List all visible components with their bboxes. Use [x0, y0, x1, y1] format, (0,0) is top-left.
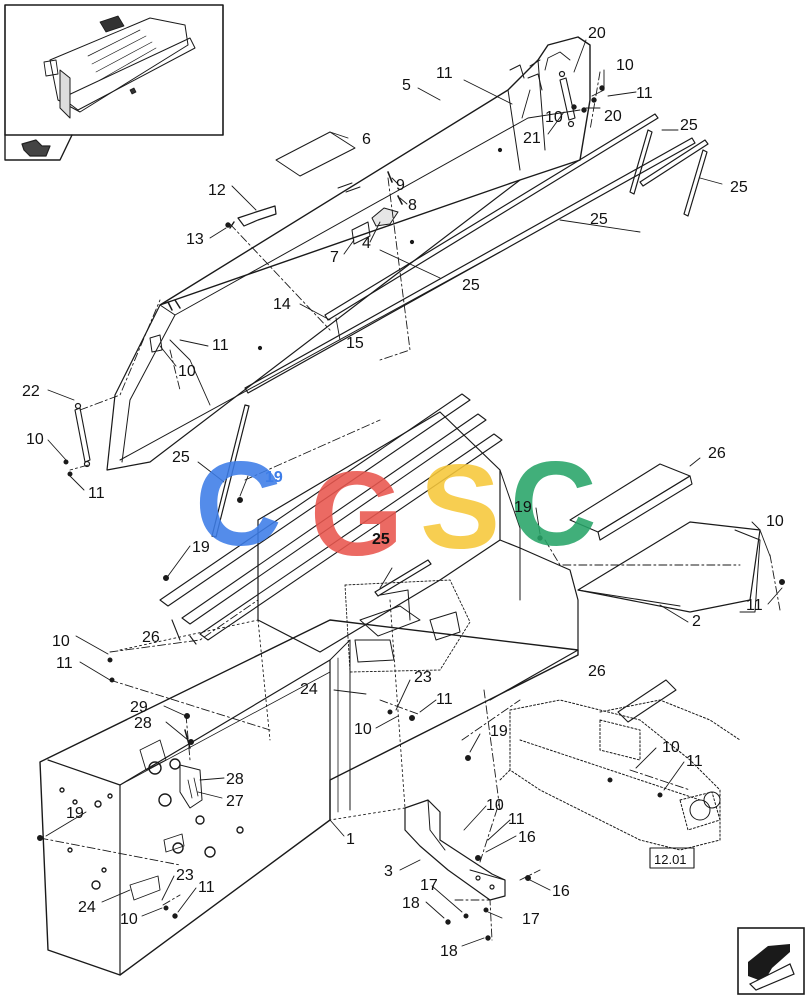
callout: 10: [178, 363, 196, 380]
callout: 19: [514, 499, 532, 516]
watermark-letter-4: C: [510, 437, 597, 571]
support-bracket: [404, 799, 506, 901]
callout: 15: [346, 335, 364, 352]
reference-box-label: 12.01: [654, 852, 687, 867]
callout: 2: [692, 613, 701, 630]
callout: 19: [66, 805, 84, 822]
callout: 24: [78, 899, 96, 916]
watermark-letter-1: C: [195, 437, 282, 571]
assembly-lines: [39, 71, 781, 941]
watermark-letter-2: G: [310, 447, 403, 581]
callout: 16: [518, 829, 536, 846]
reference-machine-outline: [499, 699, 741, 851]
leader-lines: [45, 39, 783, 947]
callout: 1: [346, 831, 355, 848]
watermark-letter-3: S: [420, 440, 500, 574]
callout: 7: [330, 249, 339, 266]
callout: 19: [265, 469, 283, 486]
callout: 10: [766, 513, 784, 530]
callout: 23: [414, 669, 432, 686]
gas-strut: [74, 407, 91, 463]
latch: [371, 207, 399, 227]
callout: 10: [52, 633, 70, 650]
shelf-panel: [577, 521, 761, 613]
next-page-arrow-icon[interactable]: [737, 927, 805, 995]
callout: 25: [462, 277, 480, 294]
upper-hood-assembly: [106, 36, 591, 471]
callout: 4: [362, 235, 371, 252]
callout: 18: [440, 943, 458, 960]
callout: 11: [436, 691, 453, 708]
callout: 12: [208, 182, 226, 199]
callout: 20: [588, 25, 606, 42]
callout: 5: [402, 77, 411, 94]
lower-rails: [159, 393, 693, 723]
callout: 10: [120, 911, 138, 928]
callout: 11: [88, 485, 105, 502]
callout: 17: [522, 911, 540, 928]
callout: 11: [508, 811, 525, 828]
cover-panel: [275, 131, 356, 177]
fasteners: [37, 85, 785, 941]
callout: 9: [396, 177, 405, 194]
callout: 6: [362, 131, 371, 148]
handle: [237, 205, 277, 227]
callout: 10: [545, 109, 563, 126]
callout: 28: [134, 715, 152, 732]
callout: 26: [708, 445, 726, 462]
callout: 18: [402, 895, 420, 912]
callout-labels: 20 10 11 20 21 10 11 5 6 9 8 12 13 4 7 2…: [22, 25, 784, 960]
callout: 10: [486, 797, 504, 814]
mount-bracket: [179, 764, 203, 809]
callout: 28: [226, 771, 244, 788]
center-frame: [257, 411, 579, 701]
callout: 11: [436, 65, 453, 82]
callout: 11: [56, 655, 73, 672]
watermark: C G S C: [195, 437, 597, 581]
callout: 10: [26, 431, 44, 448]
callout: 19: [192, 539, 210, 556]
callout: 10: [616, 57, 634, 74]
callout: 29: [130, 699, 148, 716]
callout: 26: [588, 663, 606, 680]
machine-thumbnail: [4, 4, 224, 161]
callout: 13: [186, 231, 204, 248]
callout: 25: [172, 449, 190, 466]
callout: 14: [273, 296, 291, 313]
callout: 17: [420, 877, 438, 894]
view-direction-arrow-icon: [21, 139, 51, 157]
callout: 11: [212, 337, 229, 354]
callout: 3: [384, 863, 393, 880]
callout: 25: [680, 117, 698, 134]
callout: 25: [730, 179, 748, 196]
callout: 25: [590, 211, 608, 228]
callout: 22: [22, 383, 40, 400]
callout: 11: [686, 753, 703, 770]
callout: 21: [523, 130, 541, 147]
callout: 19: [490, 723, 508, 740]
callout: 8: [408, 197, 417, 214]
callout: 10: [354, 721, 372, 738]
callout: 20: [604, 108, 622, 125]
callout: 24: [300, 681, 318, 698]
callout: 11: [636, 85, 653, 102]
callout: 11: [746, 597, 763, 614]
callout: 10: [662, 739, 680, 756]
callout: 26: [142, 629, 160, 646]
callout: 27: [226, 793, 244, 810]
callout: 16: [552, 883, 570, 900]
callout: 11: [198, 879, 215, 896]
reference-box: [649, 847, 695, 869]
callout: 25: [372, 531, 390, 548]
callout: 23: [176, 867, 194, 884]
